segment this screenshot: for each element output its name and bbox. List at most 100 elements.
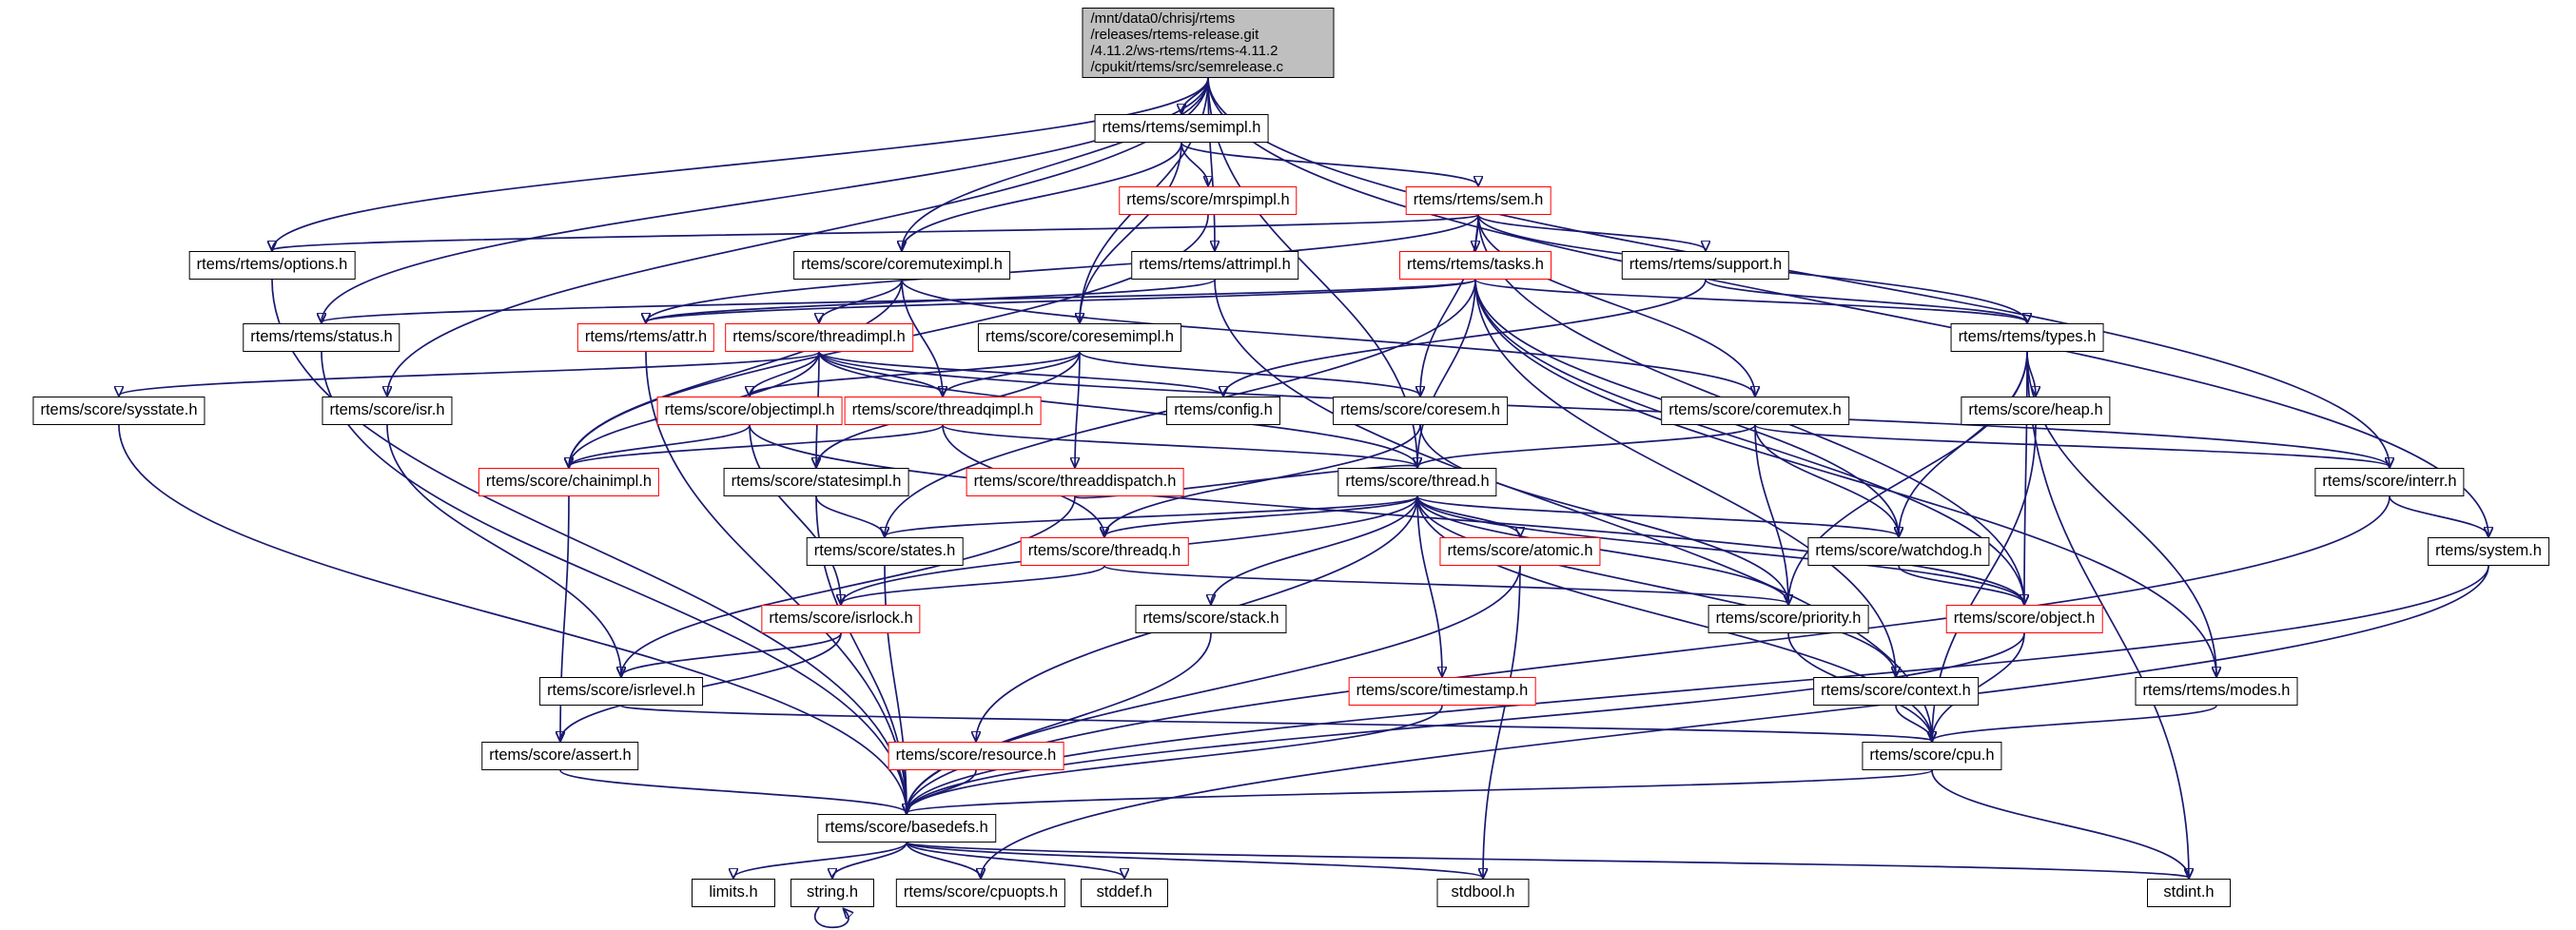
graph-node-attrimpl[interactable]: rtems/rtems/attrimpl.h: [1131, 251, 1298, 280]
graph-node-stdbool[interactable]: stdbool.h: [1436, 879, 1530, 907]
include-edge-string-string: [814, 906, 849, 929]
graph-node-modes[interactable]: rtems/rtems/modes.h: [2135, 677, 2298, 706]
include-edge-interr-system: [2389, 495, 2488, 536]
include-edge-assert-basedefs: [559, 769, 907, 813]
include-edge-coremuteximpl-threadqimpl: [901, 279, 943, 396]
include-edge-objectimpl-isrlock: [749, 424, 841, 604]
graph-node-limits[interactable]: limits.h: [692, 879, 775, 907]
include-edge-threadimpl-config: [818, 351, 1223, 396]
include-edge-thread-states: [885, 495, 1418, 536]
include-edge-thread-stack: [1211, 495, 1418, 604]
graph-node-context[interactable]: rtems/score/context.h: [1813, 677, 1979, 706]
include-edge-statesimpl-states: [815, 495, 885, 536]
include-edge-sysstate-basedefs: [118, 424, 907, 813]
include-edge-basedefs-stddef: [906, 842, 1124, 878]
graph-node-cpu[interactable]: rtems/score/cpu.h: [1862, 742, 2002, 770]
graph-node-isr[interactable]: rtems/score/isr.h: [322, 397, 453, 425]
graph-node-threaddispatch[interactable]: rtems/score/threaddispatch.h: [966, 468, 1184, 496]
graph-node-semimpl[interactable]: rtems/rtems/semimpl.h: [1094, 114, 1269, 143]
include-edge-threadq-priority: [1103, 565, 1788, 604]
include-edge-sem-options: [272, 214, 1479, 250]
graph-node-support[interactable]: rtems/rtems/support.h: [1621, 251, 1790, 280]
graph-node-threadimpl[interactable]: rtems/score/threadimpl.h: [725, 323, 913, 352]
include-edge-basedefs-limits: [733, 842, 907, 878]
graph-node-object[interactable]: rtems/score/object.h: [1945, 605, 2103, 633]
include-edge-threaddispatch-thread: [1074, 466, 1417, 499]
graph-node-coremuteximpl[interactable]: rtems/score/coremuteximpl.h: [793, 251, 1010, 280]
include-edge-coremutex-priority: [1754, 424, 1788, 604]
include-edge-types-watchdog: [1899, 351, 2028, 536]
graph-node-sysstate[interactable]: rtems/score/sysstate.h: [32, 397, 205, 425]
include-edge-tasks-modes: [1474, 279, 2216, 676]
graph-node-basedefs[interactable]: rtems/score/basedefs.h: [817, 814, 996, 843]
include-edge-semrelease-interr: [1207, 77, 2390, 467]
graph-node-stack[interactable]: rtems/score/stack.h: [1135, 605, 1287, 633]
include-edge-thread-priority: [1416, 495, 1788, 604]
graph-node-thread[interactable]: rtems/score/thread.h: [1337, 468, 1497, 496]
include-edge-coremutex-watchdog: [1754, 424, 1899, 536]
include-edge-attrimpl-cpu: [1214, 279, 1932, 741]
graph-node-threadqimpl[interactable]: rtems/score/threadqimpl.h: [844, 397, 1042, 425]
graph-node-isrlevel[interactable]: rtems/score/isrlevel.h: [539, 677, 703, 706]
include-edge-coresemimpl-objectimpl: [750, 351, 1081, 396]
include-edge-thread-threadq: [1104, 495, 1418, 536]
graph-node-string[interactable]: string.h: [790, 879, 874, 907]
edge-group: [118, 77, 2488, 929]
include-edge-coresemimpl-coresem: [1079, 351, 1420, 396]
graph-node-status[interactable]: rtems/rtems/status.h: [243, 323, 400, 352]
graph-node-coresem[interactable]: rtems/score/coresem.h: [1333, 397, 1508, 425]
graph-node-options[interactable]: rtems/rtems/options.h: [188, 251, 356, 280]
include-edge-semimpl-sem: [1181, 142, 1478, 185]
include-edge-watchdog-object: [1898, 565, 2024, 604]
include-edge-timestamp-basedefs: [907, 705, 1443, 813]
include-edge-isr-isrlevel: [386, 424, 621, 676]
graph-node-stddef[interactable]: stddef.h: [1081, 879, 1168, 907]
include-edge-threaddispatch-isrlevel: [621, 495, 1076, 676]
graph-node-interr[interactable]: rtems/score/interr.h: [2314, 468, 2465, 496]
graph-node-stdint[interactable]: stdint.h: [2147, 879, 2231, 907]
graph-node-statesimpl[interactable]: rtems/score/statesimpl.h: [723, 468, 909, 496]
graph-node-watchdog[interactable]: rtems/score/watchdog.h: [1807, 537, 1990, 566]
graph-node-sem[interactable]: rtems/rtems/sem.h: [1405, 186, 1551, 215]
graph-node-timestamp[interactable]: rtems/score/timestamp.h: [1348, 677, 1536, 706]
include-edge-atomic-stdbool: [1483, 565, 1521, 878]
graph-node-assert[interactable]: rtems/score/assert.h: [481, 742, 639, 770]
include-edge-states-basedefs: [884, 565, 907, 813]
graph-node-attr[interactable]: rtems/rtems/attr.h: [576, 323, 715, 352]
graph-node-semrelease[interactable]: /mnt/data0/chrisj/rtems /releases/rtems-…: [1082, 8, 1335, 78]
include-edge-basedefs-stdint: [906, 842, 2189, 878]
include-edge-coremutex-interr: [1754, 424, 2390, 467]
include-edge-thread-atomic: [1416, 495, 1520, 536]
include-edge-coremuteximpl-chainimpl: [569, 279, 903, 467]
graph-node-config[interactable]: rtems/config.h: [1166, 397, 1280, 425]
include-edge-cpu-basedefs: [907, 769, 1933, 813]
include-edge-types-priority: [1788, 351, 2028, 604]
graph-node-system[interactable]: rtems/system.h: [2428, 537, 2549, 566]
include-edge-thread-timestamp: [1416, 495, 1442, 676]
include-edge-types-object: [2024, 351, 2027, 604]
graph-node-heap[interactable]: rtems/score/heap.h: [1961, 397, 2111, 425]
graph-node-mrspimpl[interactable]: rtems/score/mrspimpl.h: [1119, 186, 1298, 215]
graph-node-types[interactable]: rtems/rtems/types.h: [1950, 323, 2104, 352]
graph-node-coremutex[interactable]: rtems/score/coremutex.h: [1661, 397, 1849, 425]
graph-node-objectimpl[interactable]: rtems/score/objectimpl.h: [656, 397, 843, 425]
graph-node-threadq[interactable]: rtems/score/threadq.h: [1020, 537, 1189, 566]
include-edge-sem-coresem: [1420, 214, 1479, 396]
graph-node-resource[interactable]: rtems/score/resource.h: [888, 742, 1064, 770]
graph-node-cpuopts[interactable]: rtems/score/cpuopts.h: [895, 879, 1066, 907]
include-edge-isrlevel-cpu: [620, 705, 1932, 741]
graph-node-tasks[interactable]: rtems/rtems/tasks.h: [1399, 251, 1551, 280]
graph-node-atomic[interactable]: rtems/score/atomic.h: [1439, 537, 1601, 566]
graph-node-isrlock[interactable]: rtems/score/isrlock.h: [761, 605, 921, 633]
include-edge-coremutex-thread: [1417, 424, 1756, 467]
graph-node-priority[interactable]: rtems/score/priority.h: [1708, 605, 1869, 633]
include-edge-isrlock-isrlevel: [621, 632, 842, 676]
include-edge-basedefs-stdbool: [906, 842, 1483, 878]
graph-node-states[interactable]: rtems/score/states.h: [806, 537, 964, 566]
include-edge-options-basedefs: [271, 279, 907, 813]
graph-node-coresemimpl[interactable]: rtems/score/coresemimpl.h: [977, 323, 1182, 352]
graph-node-chainimpl[interactable]: rtems/score/chainimpl.h: [478, 468, 660, 496]
